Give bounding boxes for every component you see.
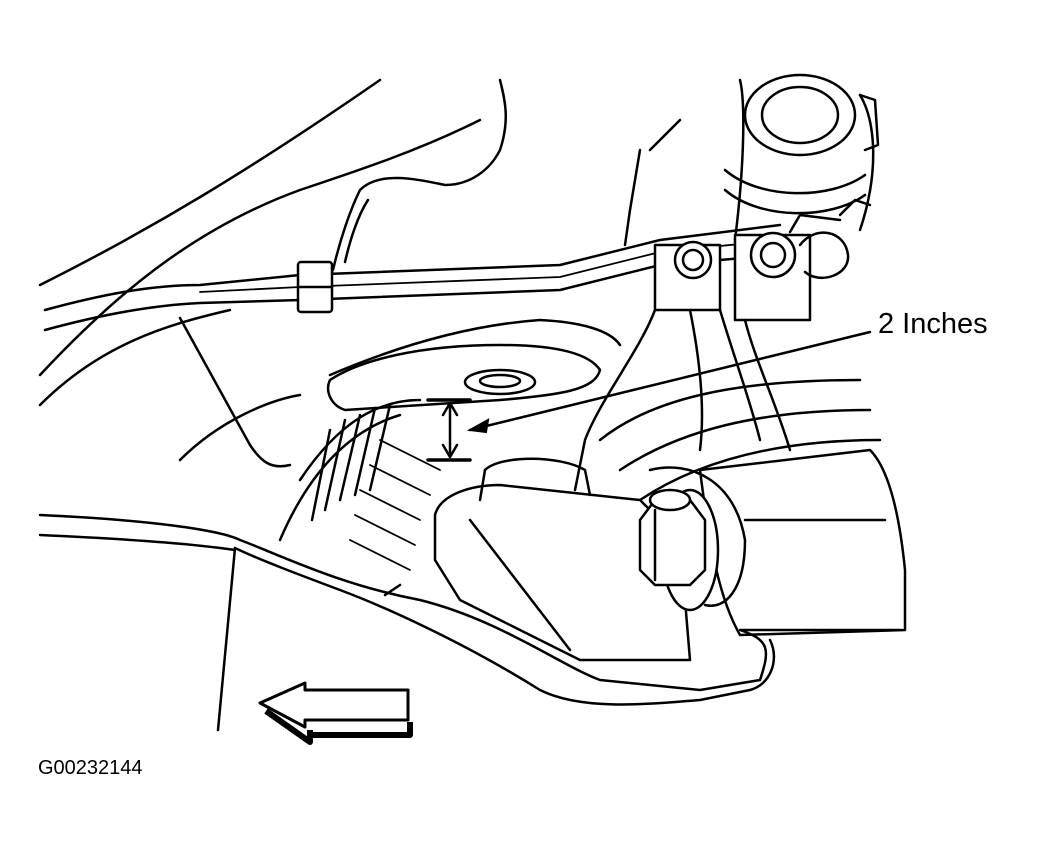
frame-lower (38, 513, 902, 732)
strut-rods (573, 118, 792, 492)
shock-absorber (723, 73, 880, 242)
mount-brackets (653, 213, 850, 322)
callout-label: 2 Inches (878, 308, 988, 340)
brake-line (43, 78, 782, 332)
coil-spring (278, 378, 882, 571)
measurement-indicator (426, 398, 472, 462)
lower-control-arm (433, 448, 907, 662)
callout-leader (466, 330, 872, 434)
figure-id: G00232144 (38, 757, 143, 779)
spring-seat (178, 316, 622, 468)
left-arrow-icon (258, 681, 413, 745)
bolt-head (638, 488, 720, 612)
